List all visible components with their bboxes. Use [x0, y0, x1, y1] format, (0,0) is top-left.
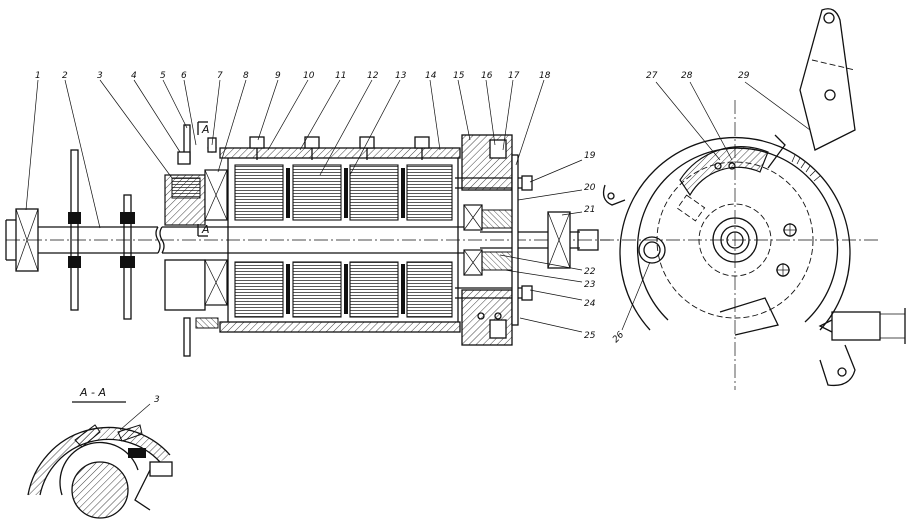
hatched-sector — [679, 146, 769, 197]
callout-6: 6 — [181, 71, 187, 81]
end-bearing-right — [547, 211, 599, 269]
callout-3: 3 — [97, 71, 103, 81]
callout-20: 20 — [584, 183, 596, 193]
callout-labels: 1 2 3 4 5 6 7 8 9 10 11 12 13 14 15 16 1… — [35, 71, 750, 345]
callout-24: 24 — [584, 299, 596, 309]
scale-ticks — [791, 154, 821, 182]
shaft — [38, 226, 580, 254]
callout-5: 5 — [160, 71, 166, 81]
discs — [68, 149, 135, 320]
callout-15: 15 — [453, 71, 465, 81]
callout-12: 12 — [367, 71, 379, 81]
coil-segments-lower — [234, 261, 453, 318]
section-mark-bottom: A — [201, 223, 210, 236]
section-mark-top: A — [201, 123, 210, 136]
callout-19: 19 — [584, 151, 596, 161]
pin-26 — [638, 236, 666, 264]
callout-26: 26 — [611, 330, 626, 345]
hidden-circle — [656, 161, 814, 319]
housing-outline — [619, 136, 851, 331]
callout-18: 18 — [539, 71, 551, 81]
callout-28: 28 — [681, 71, 693, 81]
callout-10: 10 — [303, 71, 315, 81]
end-view — [600, 8, 906, 390]
callout-21: 21 — [584, 205, 595, 215]
end-bearing-left — [5, 208, 39, 272]
hub-inner — [720, 225, 750, 255]
callout-1: 1 — [35, 71, 41, 81]
callout-29: 29 — [738, 71, 750, 81]
callout-11: 11 — [335, 71, 346, 81]
callout-23: 23 — [584, 280, 596, 290]
callout-22: 22 — [584, 267, 596, 277]
callout-9: 9 — [275, 71, 281, 81]
callout-25: 25 — [584, 331, 596, 341]
callout-17: 17 — [508, 71, 520, 81]
callout-2: 2 — [62, 71, 68, 81]
hub-outer — [712, 217, 758, 263]
section-a-a: A - A 3 — [27, 386, 173, 519]
leader-lines — [25, 79, 583, 333]
section-callout-3: 3 — [154, 395, 160, 405]
drum-housing — [219, 136, 461, 333]
callout-27: 27 — [646, 71, 658, 81]
lever-arm — [799, 8, 856, 151]
callout-14: 14 — [425, 71, 437, 81]
callout-8: 8 — [243, 71, 249, 81]
left-end-cover — [164, 124, 228, 357]
right-end-assembly — [455, 134, 533, 346]
section-mark: A A — [197, 121, 210, 237]
shaft-section — [71, 461, 129, 519]
section-title: A - A — [79, 386, 106, 399]
coil-segments-upper — [234, 164, 453, 221]
longitudinal-section: A A — [5, 121, 610, 357]
callout-13: 13 — [395, 71, 407, 81]
callout-7: 7 — [217, 71, 223, 81]
callout-16: 16 — [481, 71, 493, 81]
callout-4: 4 — [131, 71, 137, 81]
